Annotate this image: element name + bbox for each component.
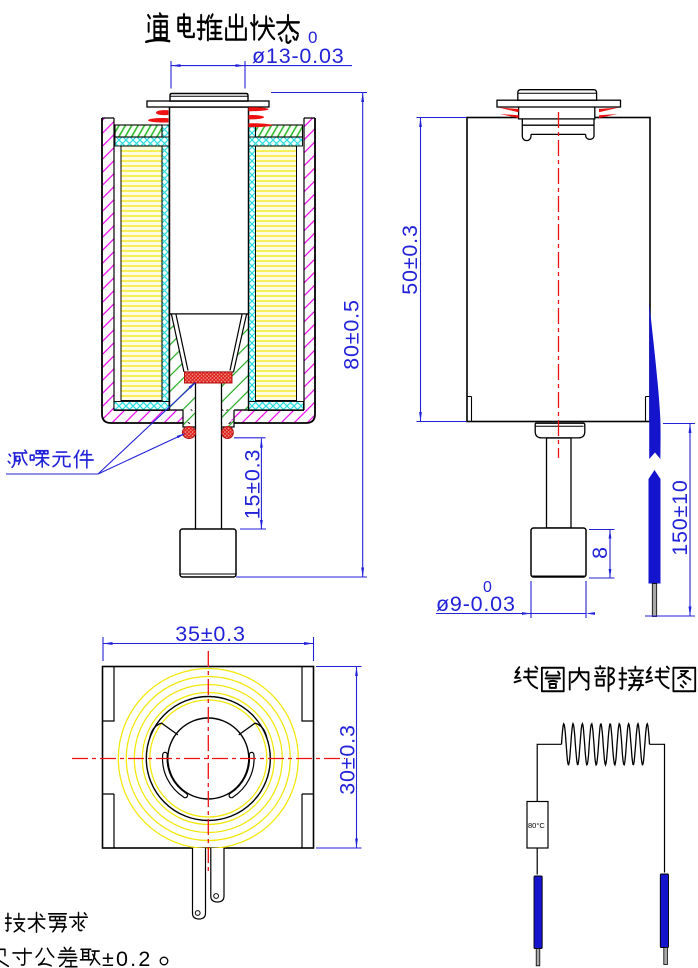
svg-text:150±10: 150±10: [668, 479, 692, 555]
svg-text:0: 0: [483, 579, 493, 596]
svg-text:ø9-0.03: ø9-0.03: [436, 592, 516, 616]
svg-text:30±0.3: 30±0.3: [336, 724, 360, 794]
svg-text:0: 0: [308, 28, 318, 47]
svg-text:35±0.3: 35±0.3: [175, 622, 245, 646]
svg-text:80°C: 80°C: [528, 821, 545, 830]
svg-text:80±0.5: 80±0.5: [340, 299, 364, 369]
svg-text:8: 8: [588, 546, 612, 559]
svg-text:50±0.3: 50±0.3: [398, 224, 422, 294]
svg-text:ø13-0.03: ø13-0.03: [252, 44, 344, 68]
svg-text:15±0.3: 15±0.3: [241, 449, 265, 519]
svg-text:±0.2: ±0.2: [102, 947, 153, 968]
